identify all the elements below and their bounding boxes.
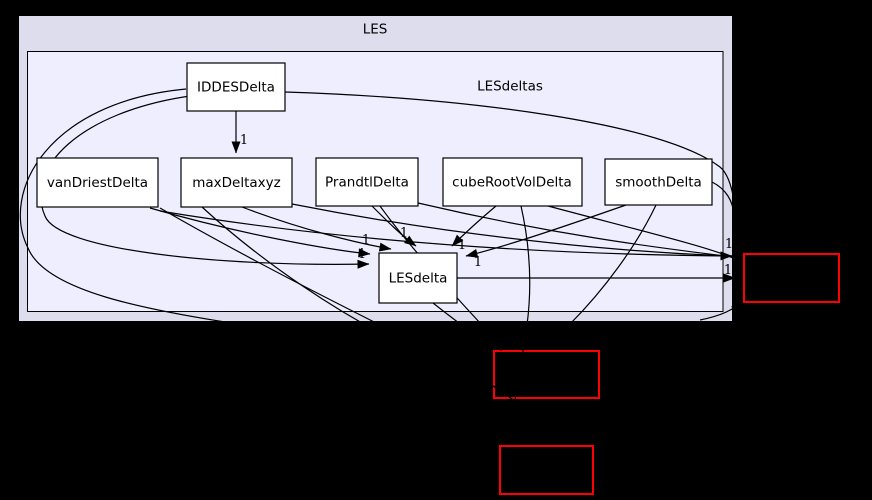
node-cuberootvoldelta-box[interactable] <box>442 157 583 207</box>
node-prandtldelta: PrandtlDelta <box>315 157 419 207</box>
edge-label-8[interactable]: 1 <box>724 263 732 278</box>
edge-label-1[interactable]: 1 <box>240 133 248 148</box>
edge-label-5[interactable]: 1 <box>458 238 466 253</box>
node-prandtldelta-label[interactable]: PrandtlDelta <box>325 175 409 191</box>
external-dir-box-middle[interactable] <box>493 350 600 399</box>
edge-smoothdelta-lesdelta <box>465 204 627 258</box>
edge-label-6[interactable]: 1 <box>474 255 482 270</box>
node-cuberootvoldelta-label[interactable]: cubeRootVolDelta <box>452 175 572 191</box>
dependency-edges <box>19 88 743 442</box>
cluster-les-label[interactable]: LES <box>363 22 388 38</box>
edge-vandriestdelta-lesdelta <box>149 207 371 258</box>
edge-lesdelta-external-middle <box>432 302 491 347</box>
edge-vandriestdelta-external-right <box>159 210 733 261</box>
node-iddesdelta-box[interactable] <box>186 62 286 112</box>
node-vandriestdelta: vanDriestDelta <box>36 157 159 208</box>
edge-maxdeltaxyz-external-right <box>291 203 734 257</box>
edge-maxdeltaxyz-external-middle <box>201 206 489 380</box>
external-nodes <box>493 253 840 495</box>
node-smoothdelta: smoothDelta <box>604 158 713 206</box>
edge-smoothdelta-external-middle <box>544 204 657 346</box>
edge-multiplicity-labels: 1 1 1 1 1 1 1 1 <box>240 133 733 278</box>
external-dir-box-bottom[interactable] <box>499 445 594 495</box>
edge-label-2[interactable]: 1 <box>362 233 370 248</box>
node-maxdeltaxyz-label[interactable]: maxDeltaxyz <box>192 175 281 191</box>
node-prandtldelta-box[interactable] <box>315 157 419 207</box>
node-smoothdelta-box[interactable] <box>604 158 713 206</box>
edge-label-4[interactable]: 1 <box>400 226 408 241</box>
edge-cuberootvoldelta-external-right <box>547 205 734 259</box>
node-maxdeltaxyz-box[interactable] <box>180 157 293 208</box>
node-lesdelta-label[interactable]: LESdelta <box>389 271 448 287</box>
edge-label-3[interactable]: 1 <box>358 247 366 262</box>
node-lesdelta-box[interactable] <box>378 252 458 304</box>
edge-smoothdelta-external-right <box>711 181 738 252</box>
edge-prandtldelta-external-right <box>417 202 734 258</box>
edge-to-external-right-bottom <box>699 300 743 321</box>
edge-cuberootvoldelta-external-bottom <box>505 205 531 442</box>
edge-vandriestdelta-external-bottom <box>159 207 555 439</box>
external-dir-box-right[interactable] <box>743 253 840 303</box>
node-vandriestdelta-box[interactable] <box>36 157 159 208</box>
node-smoothdelta-label[interactable]: smoothDelta <box>615 175 702 191</box>
edge-iddesdelta-lesdelta <box>40 95 370 269</box>
node-lesdelta: LESdelta <box>378 252 458 304</box>
nodes: IDDESDelta vanDriestDelta maxDeltaxyz Pr… <box>36 62 713 304</box>
node-vandriestdelta-label[interactable]: vanDriestDelta <box>47 175 148 191</box>
cluster-lesdeltas-label[interactable]: LESdeltas <box>477 79 543 95</box>
node-cuberootvoldelta: cubeRootVolDelta <box>442 157 583 207</box>
node-iddesdelta: IDDESDelta <box>186 62 286 112</box>
edge-iddesdelta-external-middle <box>19 88 513 351</box>
edge-prandtldelta-lesdelta <box>371 205 417 247</box>
node-iddesdelta-label[interactable]: IDDESDelta <box>197 80 275 96</box>
edge-iddesdelta-external-right <box>284 91 742 250</box>
edge-label-7[interactable]: 1 <box>725 237 733 252</box>
edge-cuberootvoldelta-lesdelta <box>451 205 497 247</box>
node-maxdeltaxyz: maxDeltaxyz <box>180 157 293 208</box>
